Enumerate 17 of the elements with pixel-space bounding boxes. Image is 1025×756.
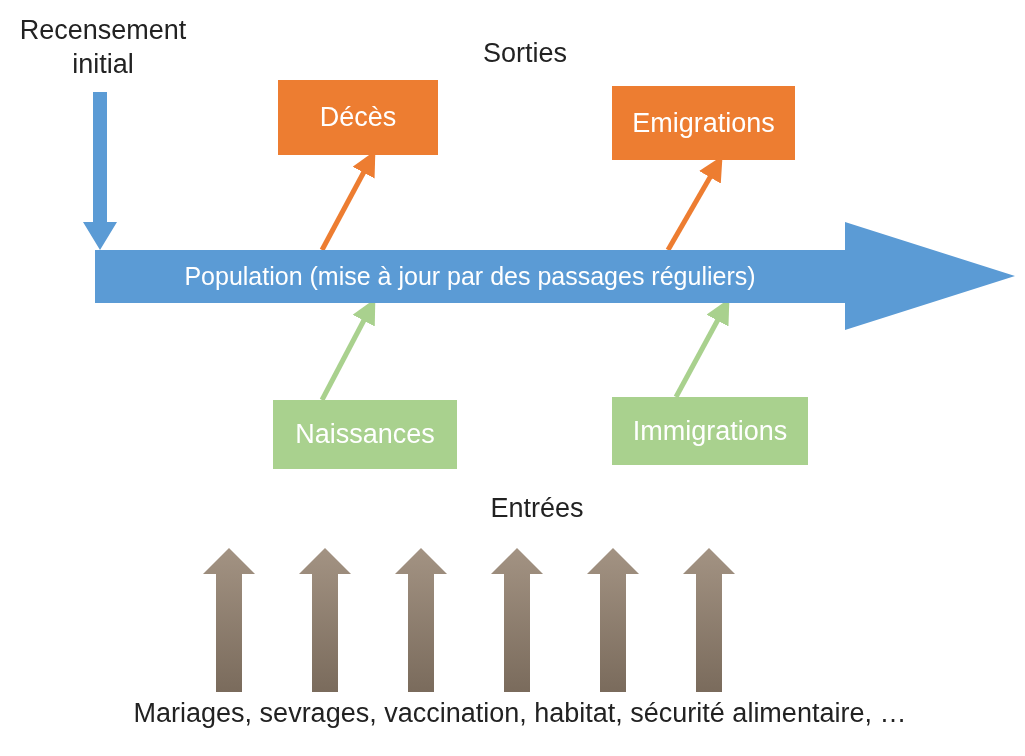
population-arrow: [95, 222, 1015, 330]
outcome-box: Naissances: [273, 400, 457, 469]
block-arrow: [587, 548, 639, 692]
section-label: Sorties: [483, 38, 567, 69]
block-arrow: [203, 548, 255, 692]
block-arrow: [83, 92, 117, 250]
arrow-label: Population (mise à jour par des passages réguliers): [183, 261, 757, 292]
section-label: Entrées: [490, 493, 584, 524]
outcome-box: Emigrations: [612, 86, 795, 160]
outcome-box: Décès: [278, 80, 438, 155]
block-arrow: [683, 548, 735, 692]
outcome-box: Immigrations: [612, 397, 808, 465]
annotation-text: Recensement initial: [0, 4, 206, 92]
annotation-text: Mariages, sevrages, vaccination, habitat, sécurité alimentaire, …: [20, 692, 1020, 736]
block-arrow: [491, 548, 543, 692]
block-arrow: [395, 548, 447, 692]
block-arrow: [299, 548, 351, 692]
